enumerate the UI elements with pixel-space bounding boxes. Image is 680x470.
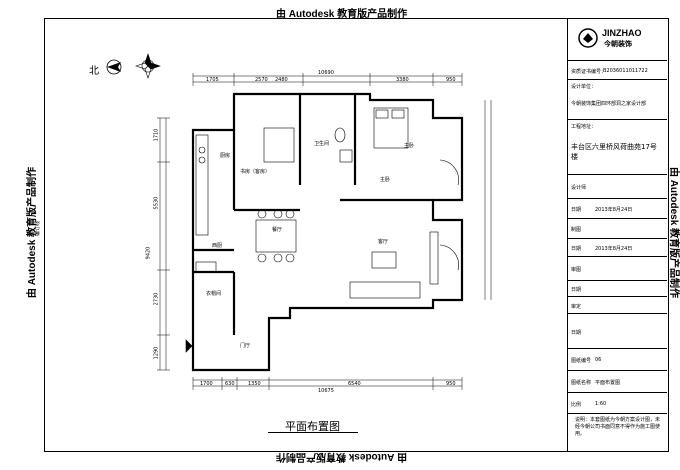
- dim-left-1: 5530: [153, 196, 160, 210]
- project-value: 丰台区六里桥风荷曲苑17号楼: [571, 143, 657, 161]
- tb-row-3: 日期 2013年8月24日: [567, 238, 667, 257]
- dining-table-icon: [255, 219, 297, 253]
- designer-unit-label: 设计单位：: [571, 84, 597, 90]
- tb-designer-unit-row: 设计单位： 今朝装饰集团四环部洞之家设计部: [567, 79, 667, 120]
- tb-row-value: 06: [595, 357, 602, 363]
- toilet-icon: [334, 127, 346, 143]
- tb-cert-row: 资质证书编号： B2036011011722: [567, 60, 667, 80]
- tb-row-0: 设计师: [567, 174, 667, 199]
- tb-row-7: 日期: [567, 313, 667, 349]
- dim-left-4: 1290: [153, 346, 160, 360]
- dim-top-0: 1705: [206, 77, 219, 83]
- tb-notice-row: 说明：本套图纸为今朝方案设计图，未经今朝公司书面同意不得作为施工图使用。: [567, 413, 667, 451]
- tb-row-label: 日期: [571, 207, 582, 213]
- room-laundry: 衣帽间: [206, 291, 222, 297]
- tb-row-label: 图纸名称: [571, 380, 592, 386]
- tb-project-row: 工程地址： 丰台区六里桥风荷曲苑17号楼: [567, 119, 667, 175]
- dim-bottom-0: 1700: [200, 381, 213, 387]
- jinzhao-logo: JINZHAO 今朝装饰: [578, 26, 662, 50]
- tb-row-10: 比例 1:60: [567, 392, 667, 414]
- dimension-lines: [157, 73, 492, 390]
- logo-chinese: 今朝装饰: [604, 40, 632, 48]
- tb-row-1: 日期 2013年8月24日: [567, 198, 667, 219]
- tb-row-label: 日期: [571, 287, 582, 293]
- tb-row-label: 日期: [571, 246, 582, 252]
- dim-top-5: 950: [446, 77, 456, 83]
- designer-unit-value: 今朝装饰集团四环部洞之家设计部: [571, 101, 647, 107]
- tb-row-label: 图纸编号: [571, 358, 592, 364]
- room-living: 客厅: [378, 239, 389, 245]
- project-label: 工程地址：: [571, 124, 597, 130]
- notice-body: 本套图纸为今朝方案设计图，未经今朝公司书面同意不得作为施工图使用。: [575, 417, 661, 437]
- tb-row-5: 日期: [567, 280, 667, 297]
- tb-row-label: 设计师: [571, 185, 587, 191]
- bed-icon: [263, 127, 295, 163]
- tb-row-label: 制图: [571, 227, 582, 233]
- room-bedroom-2: 主卧: [380, 177, 391, 183]
- room-entry: 门厅: [240, 343, 251, 349]
- tb-row-value: 2013年8月24日: [595, 207, 633, 213]
- coffee-table-icon: [371, 251, 397, 269]
- tb-row-label: 日期: [571, 329, 582, 336]
- tb-row-2: 制图: [567, 218, 667, 239]
- tb-row-9: 图纸名称平面布置图: [567, 370, 667, 393]
- dim-bottom-3: 10675: [318, 388, 334, 394]
- tb-row-label: 审定: [571, 303, 582, 310]
- cert-label: 资质证书编号：: [571, 69, 607, 75]
- dim-bottom-1: 630: [225, 381, 235, 387]
- tb-row-value: 2013年8月24日: [595, 246, 633, 252]
- room-study: 书房（客房）: [240, 169, 271, 175]
- entry-arrow-icon: [185, 339, 193, 353]
- north-arrow-icon: [106, 59, 122, 75]
- dim-left-3: 2730: [153, 292, 160, 306]
- dim-top-3: 10690: [318, 70, 334, 76]
- tb-row-value: 平面布置图: [595, 380, 621, 386]
- window-bay-icon: [439, 159, 459, 186]
- room-kitchen: 厨房: [220, 153, 231, 159]
- compass-rose-icon: [135, 53, 161, 79]
- dim-bottom-4: 6540: [348, 381, 361, 387]
- room-bedroom-1: 主卧: [404, 143, 415, 149]
- drawing-title-underline: [268, 432, 358, 433]
- logo-name: JINZHAO: [602, 28, 642, 38]
- furniture: [185, 107, 459, 353]
- dim-top-4: 3380: [396, 77, 409, 83]
- window-bay-icon: [439, 244, 459, 271]
- bed-icon: [373, 107, 409, 149]
- walls: [191, 92, 464, 372]
- room-west-kitchen: 西厨: [212, 243, 223, 249]
- dim-left-0: 1710: [153, 128, 160, 142]
- tb-row-4: 审图: [567, 256, 667, 281]
- dim-bottom-5: 950: [446, 381, 456, 387]
- dim-left-2: 9420: [145, 246, 152, 260]
- dim-top-2: 2480: [275, 77, 288, 83]
- north-label: 北: [89, 66, 99, 77]
- dim-top-1: 2570: [255, 77, 268, 83]
- title-block: [567, 18, 669, 452]
- tb-row-label: 比例: [571, 401, 582, 408]
- kitchen-counter-icon: [195, 134, 209, 236]
- sofa-icon: [349, 281, 421, 299]
- tb-row-label: 审图: [571, 267, 582, 273]
- tv-cabinet-icon: [429, 231, 439, 285]
- room-dining: 餐厅: [272, 227, 283, 233]
- dim-bottom-2: 1350: [248, 381, 261, 387]
- watermark-top: 由 Autodesk 教育版产品制作: [276, 9, 408, 20]
- room-bath: 卫生间: [314, 141, 330, 147]
- tb-row-6: 审定: [567, 296, 667, 314]
- sink-icon: [339, 149, 353, 163]
- tb-row-value: 1:60: [595, 400, 607, 407]
- notice-label: 说明：: [575, 417, 591, 423]
- cert-value: B2036011011722: [603, 68, 648, 74]
- notice-text: 说明：本套图纸为今朝方案设计图，未经今朝公司书面同意不得作为施工图使用。: [575, 417, 663, 438]
- drawing-title: 平面布置图: [285, 420, 340, 433]
